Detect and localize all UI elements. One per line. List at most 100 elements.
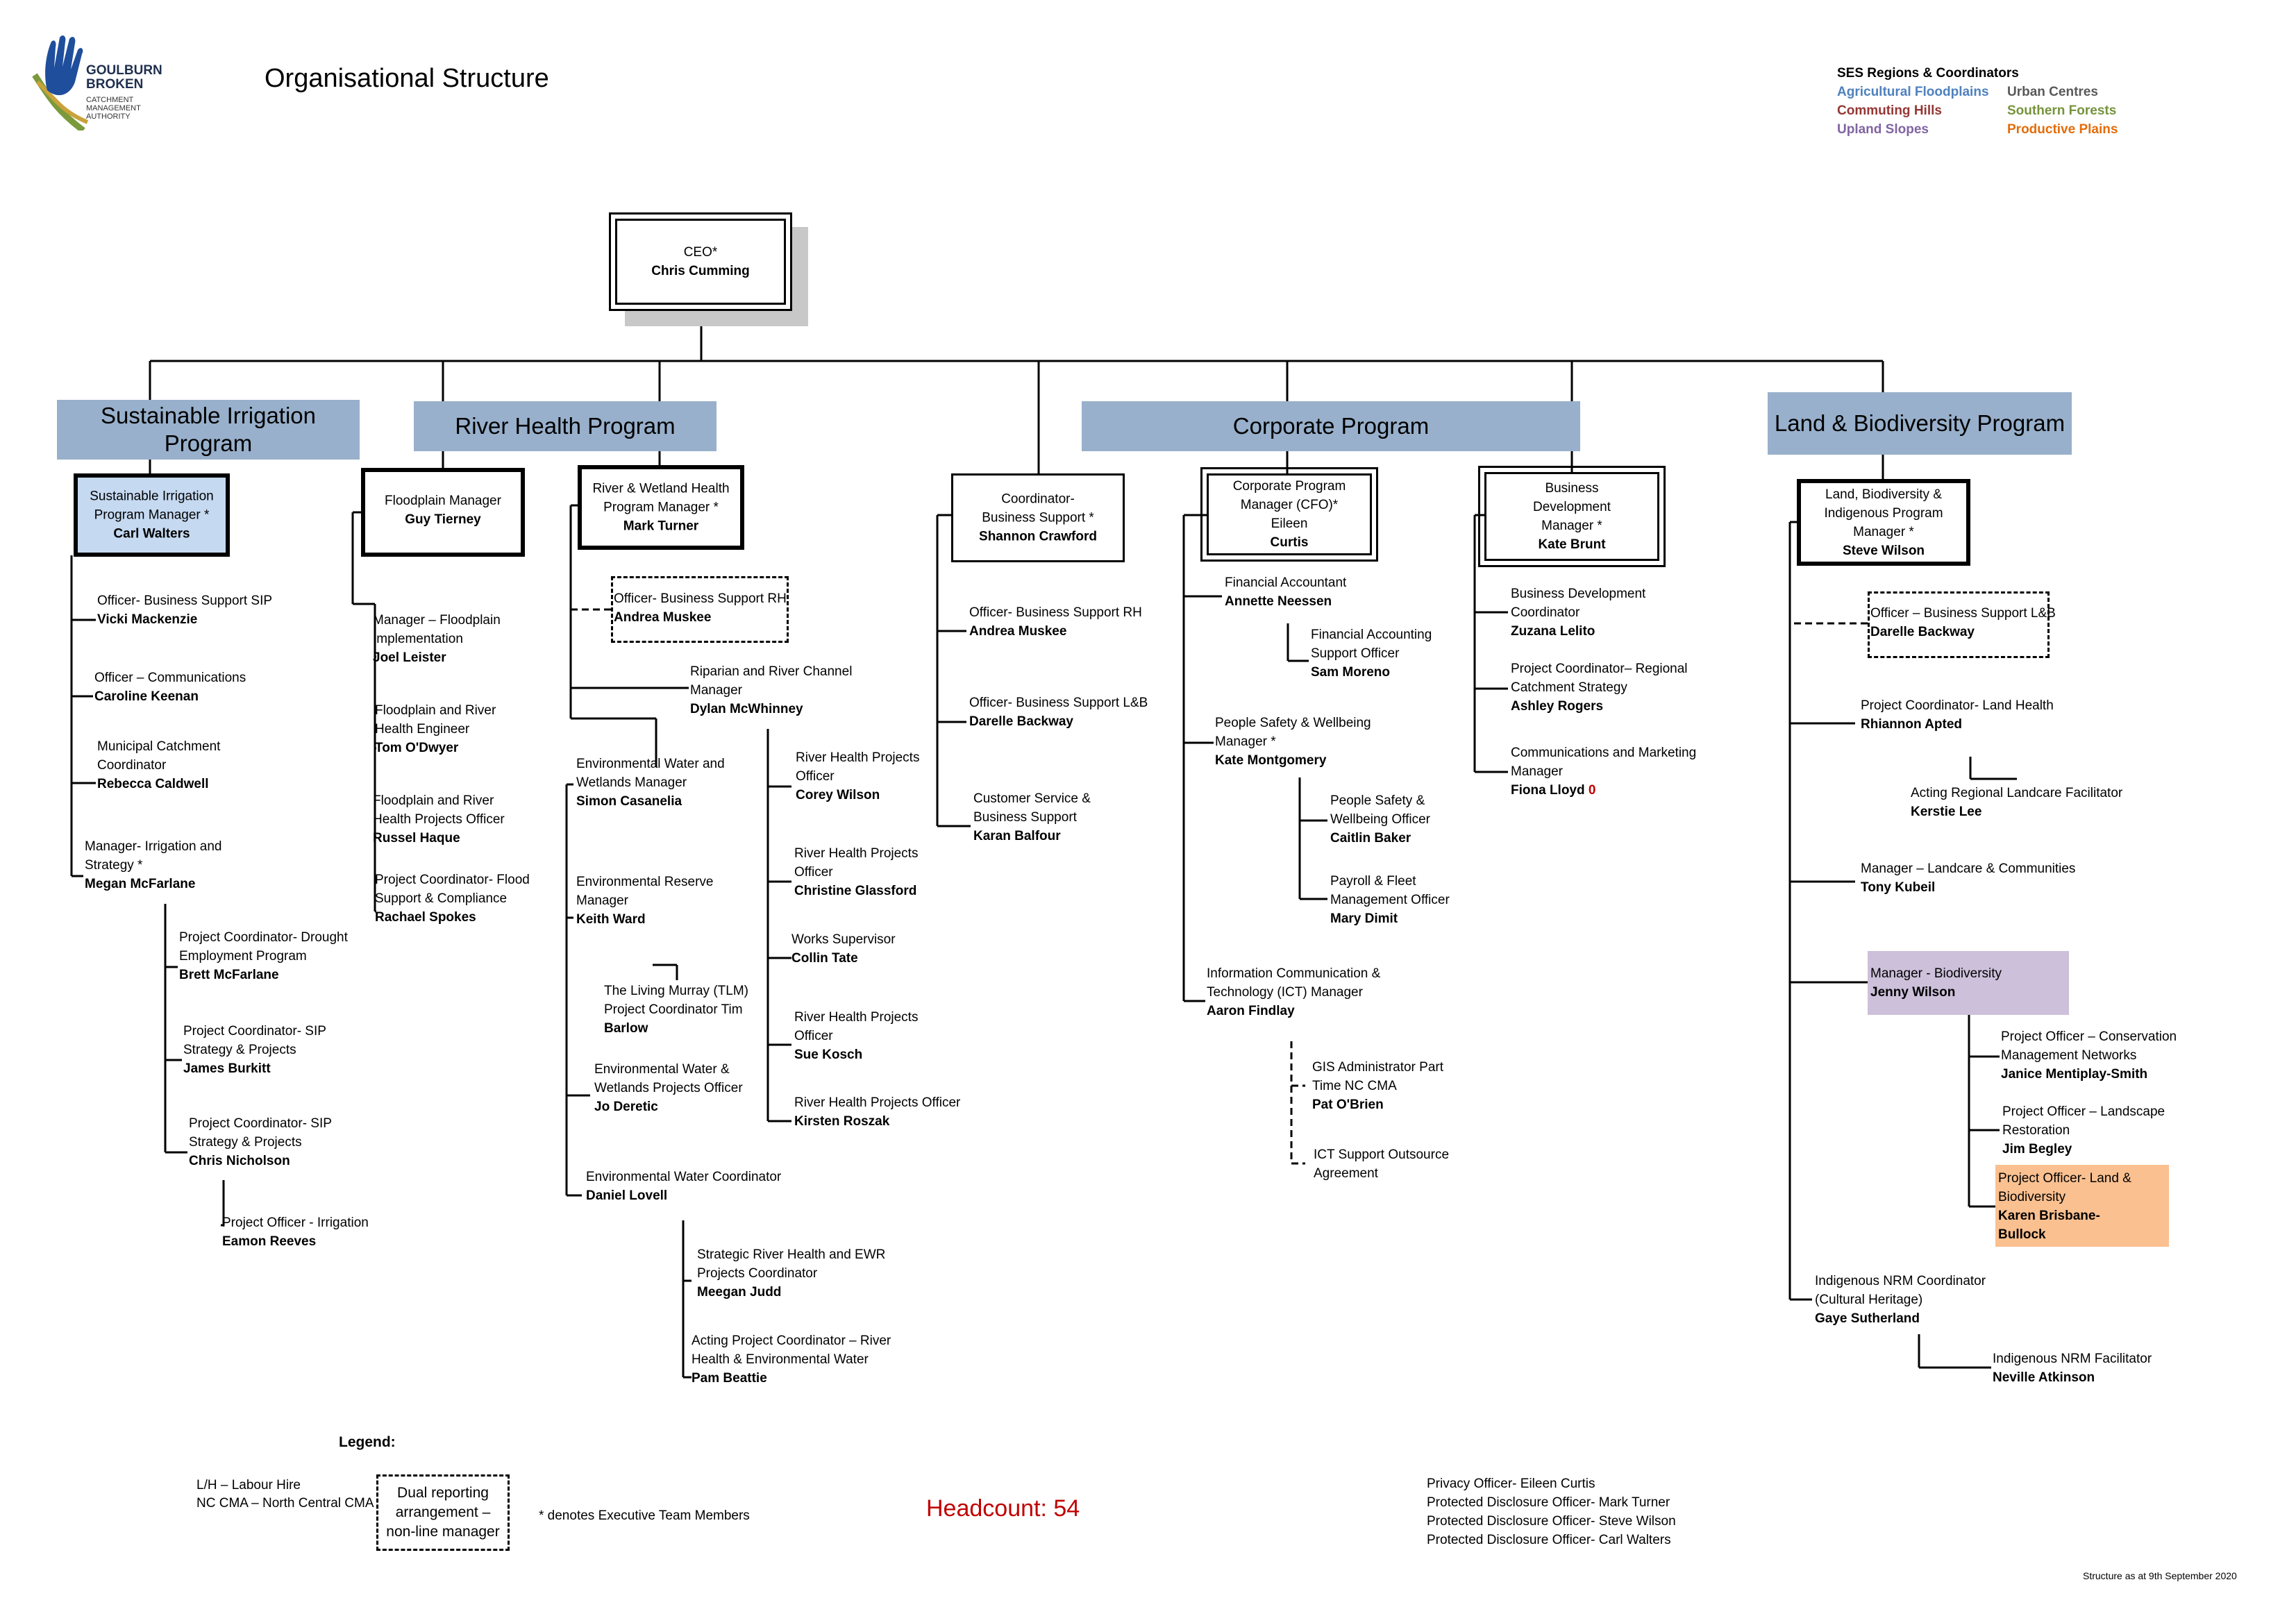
staff-card[interactable]: Floodplain and River Health Projects Off… bbox=[373, 791, 519, 848]
person-name: Darelle Backway bbox=[1870, 625, 1975, 639]
role-title: Environmental Water Coordinator bbox=[586, 1170, 782, 1184]
manager-box-business-development[interactable]: Business Development Manager *Kate Brunt bbox=[1478, 466, 1666, 567]
officer-line: Protected Disclosure Officer- Steve Wils… bbox=[1427, 1514, 1676, 1529]
staff-card[interactable]: Project Officer – Conservation Managemen… bbox=[2001, 1027, 2195, 1084]
staff-card[interactable]: Manager- Irrigation and Strategy *Megan … bbox=[85, 837, 231, 893]
role-title: Floodplain Manager bbox=[385, 494, 501, 508]
staff-card[interactable]: Indigenous NRM Coordinator (Cultural Her… bbox=[1815, 1272, 1995, 1328]
manager-box-sip[interactable]: Sustainable Irrigation Program Manager *… bbox=[74, 473, 230, 557]
staff-card[interactable]: People Safety & Wellbeing Manager *Kate … bbox=[1215, 714, 1382, 770]
person-name: Kerstie Lee bbox=[1911, 805, 1982, 819]
manager-box-business-support[interactable]: Coordinator- Business Support *Shannon C… bbox=[951, 473, 1125, 562]
role-title: Manager – Floodplain Implementation bbox=[373, 613, 501, 646]
biodiversity-highlight bbox=[1868, 951, 2069, 1015]
ses-region: Southern Forests bbox=[2007, 103, 2117, 118]
page-title: Organisational Structure bbox=[265, 64, 549, 93]
person-name: Rebecca Caldwell bbox=[97, 777, 209, 791]
person-name: Rhiannon Apted bbox=[1861, 717, 1962, 732]
staff-card[interactable]: Project Coordinator– Regional Catchment … bbox=[1511, 659, 1698, 716]
person-name: Rachael Spokes bbox=[375, 910, 476, 925]
person-name: Kirsten Roszak bbox=[794, 1114, 890, 1129]
person-name: Sam Moreno bbox=[1311, 665, 1391, 680]
role-title: Land, Biodiversity & Indigenous Program … bbox=[1824, 487, 1943, 539]
staff-card[interactable]: ICT Support Outsource Agreement bbox=[1314, 1145, 1452, 1183]
role-title: River Health Projects Officer bbox=[794, 1095, 961, 1110]
role-title: Information Communication & Technology (… bbox=[1207, 966, 1381, 1000]
legend-dual-reporting-box: Dual reporting arrangement – non-line ma… bbox=[376, 1474, 510, 1551]
person-name: Daniel Lovell bbox=[586, 1188, 668, 1203]
staff-card[interactable]: Environmental Water and Wetlands Manager… bbox=[576, 755, 736, 811]
person-name: Guy Tierney bbox=[405, 512, 481, 527]
person-name: Tom O'Dwyer bbox=[375, 741, 459, 755]
legend-title: Legend: bbox=[339, 1434, 396, 1450]
staff-card[interactable]: Acting Project Coordinator – River Healt… bbox=[692, 1331, 900, 1388]
role-title: Officer- Business Support L&B bbox=[969, 696, 1148, 710]
role-title: Environmental Water & Wetlands Projects … bbox=[594, 1062, 743, 1095]
role-title: Floodplain and River Health Projects Off… bbox=[373, 793, 505, 827]
role-title: Sustainable Irrigation Program Manager * bbox=[90, 489, 214, 523]
role-title: Corporate Program Manager (CFO)* Eileen bbox=[1232, 479, 1346, 531]
staff-card[interactable]: Strategic River Health and EWR Projects … bbox=[697, 1245, 891, 1302]
manager-box-river-wetland[interactable]: River & Wetland Health Program Manager *… bbox=[578, 465, 744, 550]
staff-card[interactable]: Project Coordinator- Drought Employment … bbox=[179, 928, 353, 984]
role-title: ICT Support Outsource Agreement bbox=[1314, 1147, 1450, 1181]
role-title: Manager - Biodiversity bbox=[1870, 966, 2002, 981]
person-name: Aaron Findlay bbox=[1207, 1004, 1295, 1018]
staff-card[interactable]: Environmental Water & Wetlands Projects … bbox=[594, 1060, 747, 1116]
ceo-box[interactable]: CEO*Chris Cumming bbox=[609, 212, 792, 311]
staff-card[interactable]: Project Coordinator- SIP Strategy & Proj… bbox=[183, 1022, 336, 1078]
staff-card[interactable]: Project Coordinator- Flood Support & Com… bbox=[375, 871, 542, 927]
program-label: River Health Program bbox=[455, 413, 676, 439]
person-name: Tony Kubeil bbox=[1861, 880, 1936, 895]
manager-box-land-biodiversity[interactable]: Land, Biodiversity & Indigenous Program … bbox=[1797, 479, 1970, 566]
staff-card[interactable]: The Living Murray (TLM) Project Coordina… bbox=[604, 982, 757, 1038]
role-title: Environmental Reserve Manager bbox=[576, 875, 714, 908]
role-title: People Safety & Wellbeing Manager * bbox=[1215, 716, 1371, 749]
officer-line: Protected Disclosure Officer- Mark Turne… bbox=[1427, 1495, 1670, 1510]
role-title: Indigenous NRM Facilitator bbox=[1993, 1352, 2152, 1366]
role-title: Communications and Marketing Manager bbox=[1511, 746, 1697, 779]
person-name: Meegan Judd bbox=[697, 1285, 782, 1300]
role-title: Manager- Irrigation and Strategy * bbox=[85, 839, 222, 873]
logo-subtitle: CATCHMENT MANAGEMENT AUTHORITY bbox=[86, 96, 141, 121]
designated-officers: Privacy Officer- Eileen Curtis Protected… bbox=[1427, 1474, 1676, 1549]
staff-card[interactable]: Information Communication & Technology (… bbox=[1207, 964, 1415, 1020]
staff-card[interactable]: Project Coordinator- SIP Strategy & Proj… bbox=[189, 1114, 342, 1170]
person-name: Pat O'Brien bbox=[1312, 1098, 1384, 1112]
